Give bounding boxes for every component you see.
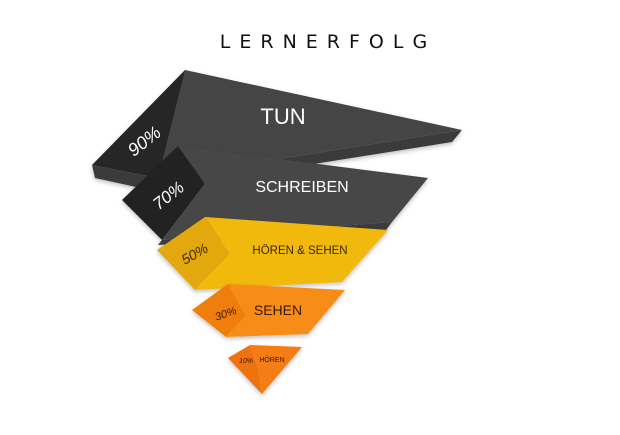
level-tun-front-face: [158, 70, 462, 178]
level-hoeren-label: HÖREN: [259, 356, 284, 364]
level-tun-label: TUN: [260, 104, 305, 129]
level-sehen: SEHEN 30%: [192, 284, 345, 337]
level-schreiben-label: SCHREIBEN: [255, 179, 348, 196]
level-sehen-front-face: [226, 284, 345, 337]
level-sehen-left-face: [192, 284, 246, 337]
level-hoeren: HÖREN 10%: [228, 345, 302, 394]
level-hoeren-sehen-front-face: [195, 217, 388, 290]
level-hoeren-percent: 10%: [239, 358, 253, 365]
level-schreiben-front-face: [162, 146, 428, 240]
diagram-title: LERNERFOLG: [219, 31, 437, 53]
level-hoeren-sehen-label: HÖREN & SEHEN: [252, 245, 347, 257]
level-hoeren-left-face: [228, 345, 262, 394]
level-hoeren-front-face: [250, 345, 302, 394]
level-schreiben-left-face: [122, 146, 205, 240]
level-hoeren-sehen: HÖREN & SEHEN 50%: [157, 217, 388, 290]
level-hoeren-sehen-left-face: [157, 217, 230, 290]
level-sehen-label: SEHEN: [254, 302, 302, 318]
